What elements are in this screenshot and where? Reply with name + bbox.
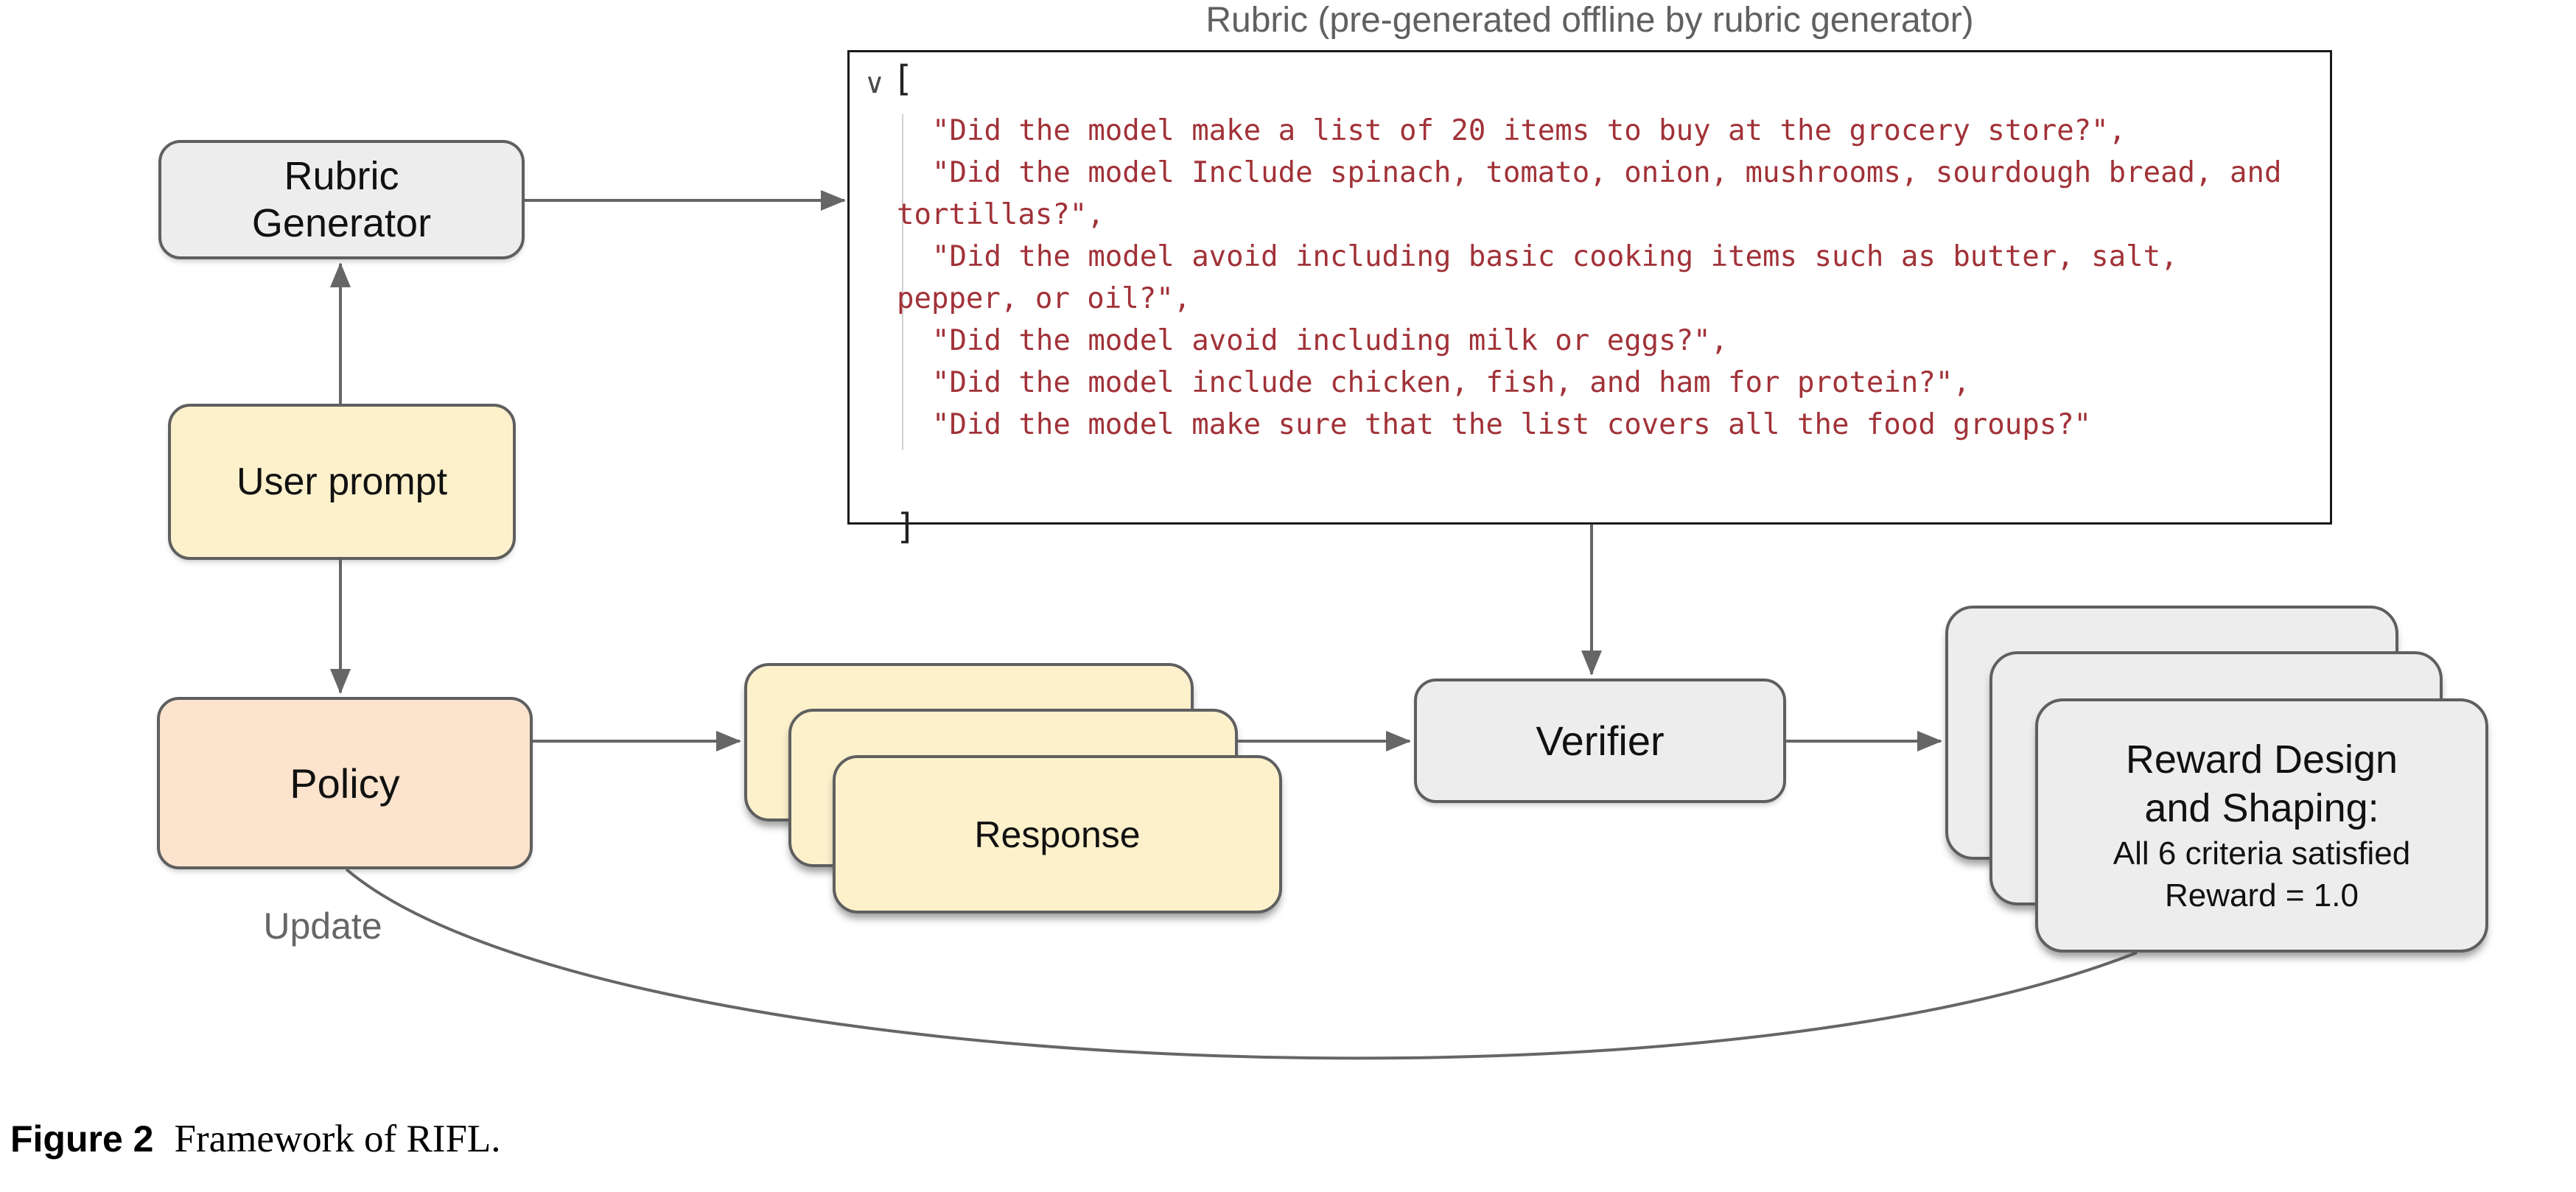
figure-caption-number: Figure 2 bbox=[10, 1118, 154, 1160]
figure-caption-text: Framework of RIFL. bbox=[174, 1118, 501, 1160]
response-card-front: Response bbox=[833, 755, 1282, 914]
rubric-open-bracket: [ bbox=[892, 58, 914, 99]
rubric-panel-title: Rubric (pre-generated offline by rubric … bbox=[1205, 1, 1974, 40]
edge-update-loop bbox=[345, 868, 2138, 1060]
figure-caption: Figure 2 Framework of RIFL. bbox=[10, 1117, 501, 1161]
reward-detail-line2: Reward = 1.0 bbox=[2165, 877, 2359, 914]
user-prompt-label: User prompt bbox=[236, 460, 448, 503]
policy-label: Policy bbox=[290, 760, 400, 807]
chevron-down-icon[interactable]: ∨ bbox=[864, 67, 885, 99]
response-label: Response bbox=[974, 813, 1141, 855]
rubric-generator-box: Rubric Generator bbox=[158, 140, 525, 259]
reward-title-line1: Reward Design bbox=[2125, 737, 2398, 782]
reward-card-front: Reward Design and Shaping: All 6 criteri… bbox=[2035, 698, 2488, 953]
rubric-criterion-line: "Did the model avoid including milk or e… bbox=[932, 324, 1729, 357]
rubric-close-bracket: ] bbox=[895, 506, 917, 547]
rubric-criterion-line: "Did the model make sure that the list c… bbox=[932, 408, 2092, 441]
rubric-panel: ∨ [ "Did the model make a list of 20 ite… bbox=[847, 50, 2332, 547]
update-edge-label: Update bbox=[263, 905, 382, 947]
rubric-criterion-line: tortillas?", bbox=[897, 198, 1105, 231]
user-prompt-box: User prompt bbox=[168, 404, 516, 560]
reward-title-line2: and Shaping: bbox=[2144, 785, 2379, 830]
rubric-criteria-list: "Did the model make a list of 20 items t… bbox=[850, 110, 2331, 446]
rubric-criterion-line: pepper, or oil?", bbox=[897, 282, 1191, 315]
rubric-generator-label: Rubric Generator bbox=[251, 154, 432, 245]
rubric-criterion-line: "Did the model include chicken, fish, an… bbox=[932, 366, 1970, 399]
reward-detail-line1: All 6 criteria satisfied bbox=[2113, 835, 2411, 872]
verifier-box: Verifier bbox=[1414, 679, 1786, 803]
rubric-criterion-line: "Did the model avoid including basic coo… bbox=[932, 240, 2178, 273]
policy-box: Policy bbox=[157, 697, 533, 869]
indent-guide-line bbox=[902, 114, 903, 450]
rubric-criterion-line: "Did the model make a list of 20 items t… bbox=[932, 114, 2127, 147]
verifier-label: Verifier bbox=[1536, 718, 1665, 764]
rubric-criterion-line: "Did the model Include spinach, tomato, … bbox=[932, 156, 2282, 189]
